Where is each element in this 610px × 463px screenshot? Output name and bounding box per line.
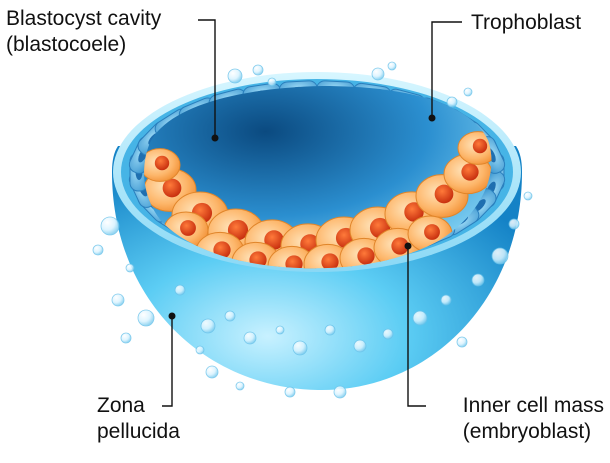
bubble <box>441 295 451 305</box>
label-zona-pellucida-line1: Zona <box>97 393 180 419</box>
bubble <box>492 248 508 264</box>
bubble <box>253 65 263 75</box>
label-trophoblast: Trophoblast <box>471 10 581 36</box>
bubble <box>524 192 532 200</box>
bubble <box>225 311 235 321</box>
bubble <box>126 264 134 272</box>
bubble <box>244 332 256 344</box>
bubble <box>457 337 467 347</box>
bubble <box>472 274 484 286</box>
bubble <box>228 69 242 83</box>
bubble <box>285 387 295 397</box>
bubble <box>206 366 218 378</box>
label-blastocyst-cavity-line1: Blastocyst cavity <box>6 6 161 32</box>
label-blastocyst-cavity-line2: (blastocoele) <box>6 32 161 58</box>
bubble <box>388 62 396 70</box>
label-zona-pellucida: Zona pellucida <box>97 393 180 445</box>
bubble <box>325 325 335 335</box>
bubble <box>276 326 284 334</box>
label-inner-cell-mass-line2: (embryoblast) <box>463 419 604 445</box>
bubble <box>268 78 276 86</box>
bubble <box>334 386 346 398</box>
bubble <box>383 329 393 339</box>
bubble <box>175 285 185 295</box>
label-trophoblast-line1: Trophoblast <box>471 10 581 36</box>
label-inner-cell-mass-line1: Inner cell mass <box>463 393 604 419</box>
bubble <box>447 97 457 107</box>
bubble <box>413 311 427 325</box>
bubble <box>464 88 472 96</box>
bubble <box>138 310 154 326</box>
bubble <box>236 382 244 390</box>
label-zona-pellucida-line2: pellucida <box>97 419 180 445</box>
bubble <box>293 341 307 355</box>
bubble <box>509 219 519 229</box>
bubble <box>372 68 384 80</box>
label-blastocyst-cavity: Blastocyst cavity (blastocoele) <box>6 6 161 58</box>
bubble <box>201 319 215 333</box>
bubble <box>101 217 119 235</box>
bubble <box>354 340 366 352</box>
bubble <box>93 245 103 255</box>
bubble <box>196 346 204 354</box>
bubble <box>121 333 131 343</box>
bubble <box>112 294 124 306</box>
label-inner-cell-mass: Inner cell mass (embryoblast) <box>463 393 604 445</box>
